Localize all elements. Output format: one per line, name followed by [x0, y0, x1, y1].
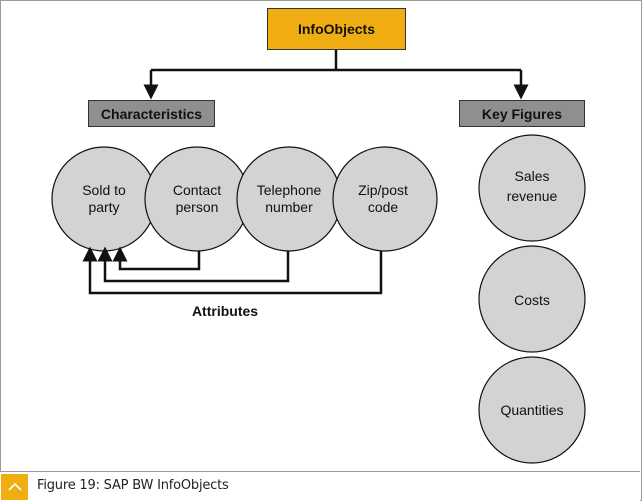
root-label: InfoObjects — [297, 21, 375, 37]
figure-caption-bar: Figure 19: SAP BW InfoObjects — [0, 471, 640, 501]
figure-caption: Figure 19: SAP BW InfoObjects — [37, 478, 229, 493]
characteristic-circles — [51, 146, 438, 252]
chevron-up-glyph — [7, 482, 22, 491]
attribute-connectors — [82, 246, 383, 295]
circle-costs — [478, 245, 586, 353]
circle-contact-person — [144, 146, 250, 252]
root-infoobjects-box: InfoObjects — [267, 8, 406, 50]
characteristics-label: Characteristics — [100, 105, 203, 122]
arrow-zip-to-sold-to-party — [82, 246, 383, 295]
circle-telephone-number — [236, 146, 342, 252]
diagram-connectors — [51, 50, 586, 464]
circle-zip-post-code — [332, 146, 438, 252]
attributes-label: Attributes — [191, 303, 259, 319]
key-figures-label: Key Figures — [481, 105, 563, 122]
characteristics-box: Characteristics — [88, 100, 215, 127]
circle-sold-to-party — [51, 146, 157, 252]
key-figure-circles — [478, 134, 586, 464]
circle-quantities — [478, 356, 586, 464]
infoobjects-diagram: InfoObjects Characteristics Key Figures … — [51, 8, 586, 464]
arrow-telephone-to-sold-to-party — [97, 246, 290, 283]
key-figures-box: Key Figures — [459, 100, 585, 127]
chevron-up-icon[interactable] — [1, 474, 28, 500]
root-connector — [143, 50, 529, 100]
arrow-contact-person-to-sold-to-party — [112, 246, 201, 271]
circle-sales-revenue — [478, 134, 586, 242]
